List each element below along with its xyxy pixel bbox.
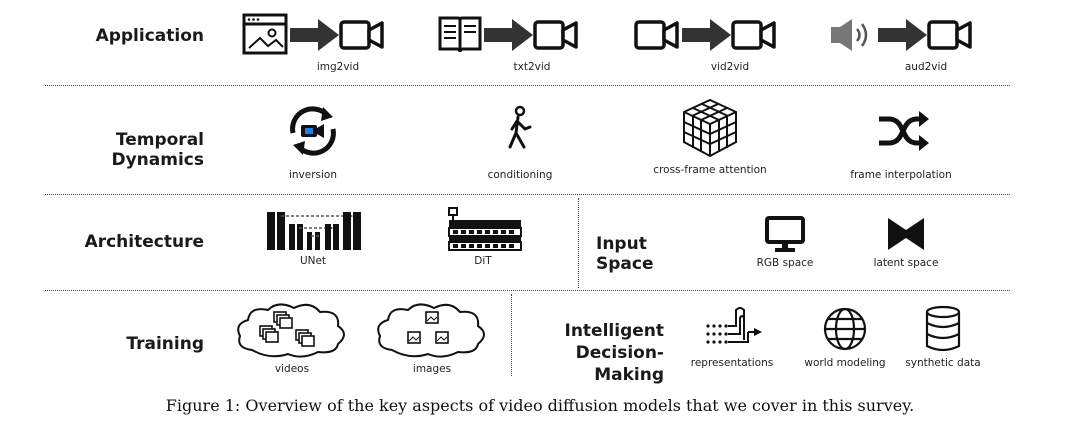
caption-img2vid: img2vid: [316, 61, 360, 73]
dit-blocks-icon: [448, 207, 522, 251]
globe-icon: [823, 307, 867, 351]
caption-images: images: [412, 363, 452, 375]
caption-vid2vid: vid2vid: [710, 61, 750, 73]
input-rgb-space: RGB space: [745, 214, 825, 269]
caption-dit: DiT: [474, 255, 492, 267]
speaker-to-video-icon: [831, 19, 972, 51]
decision-representations: representations: [682, 304, 782, 369]
caption-representations: representations: [690, 357, 774, 369]
caption-videos: videos: [274, 363, 310, 375]
decision-world-modeling: world modeling: [795, 304, 895, 369]
separator-vertical-row3: [578, 198, 579, 288]
caption-latent-space: latent space: [873, 257, 939, 269]
separator-row1: [45, 85, 1010, 86]
td-conditioning: conditioning: [470, 103, 570, 181]
representation-flow-icon: [706, 307, 762, 344]
caption-cross-frame-attention: cross-frame attention: [653, 164, 767, 176]
caption-rgb-space: RGB space: [756, 257, 814, 269]
image-window-to-video-icon: [242, 13, 384, 55]
decision-synthetic-data: synthetic data: [896, 304, 990, 369]
row-label-temporal-dynamics: Temporal Dynamics: [111, 130, 204, 170]
video-to-video-icon: [634, 19, 776, 51]
cube-grid-icon: [683, 98, 737, 158]
caption-inversion: inversion: [288, 169, 338, 181]
app-vid2vid: vid2vid: [630, 12, 790, 73]
figure-caption: Figure 1: Overview of the key aspects of…: [165, 396, 915, 415]
database-icon: [925, 305, 961, 352]
separator-vertical-row4: [511, 294, 512, 376]
separator-row3: [45, 290, 1010, 291]
decision-making-line2: Decision-Making: [575, 343, 664, 385]
row-label-application: Application: [95, 26, 204, 46]
arch-dit: DiT: [438, 206, 528, 267]
training-images: images: [372, 300, 492, 375]
monitor-icon: [765, 216, 805, 252]
row-label-decision-making: Intelligent Decision-Making: [520, 320, 665, 386]
separator-row2: [45, 194, 1010, 195]
app-txt2vid: txt2vid: [432, 12, 592, 73]
arch-unet: UNet: [258, 206, 368, 267]
td-frame-interpolation: frame interpolation: [836, 103, 966, 181]
caption-world-modeling: world modeling: [804, 357, 886, 369]
app-img2vid: img2vid: [238, 12, 398, 73]
caption-aud2vid: aud2vid: [904, 61, 948, 73]
caption-synthetic-data: synthetic data: [905, 357, 981, 369]
row-label-input-space: Input Space: [596, 234, 654, 274]
row-label-training: Training: [126, 334, 204, 354]
app-aud2vid: aud2vid: [826, 12, 986, 73]
caption-frame-interpolation: frame interpolation: [850, 169, 952, 181]
td-cross-frame-attention: cross-frame attention: [640, 96, 780, 176]
row-label-architecture: Architecture: [84, 232, 204, 252]
cloud-of-videos-icon: [237, 303, 345, 358]
training-videos: videos: [232, 300, 352, 375]
camera-cycle-icon: [290, 106, 336, 156]
caption-conditioning: conditioning: [487, 169, 553, 181]
cloud-of-images-icon: [377, 303, 485, 358]
unet-bars-icon: [267, 212, 361, 250]
shuffle-icon: [879, 111, 929, 151]
input-latent-space: latent space: [864, 214, 948, 269]
walking-person-icon: [508, 105, 532, 149]
td-inversion: inversion: [263, 103, 363, 181]
book-to-video-icon: [438, 16, 578, 53]
caption-unet: UNet: [299, 255, 327, 267]
decision-making-line1: Intelligent: [564, 321, 665, 341]
caption-txt2vid: txt2vid: [513, 61, 551, 73]
bowtie-icon: [888, 218, 924, 250]
